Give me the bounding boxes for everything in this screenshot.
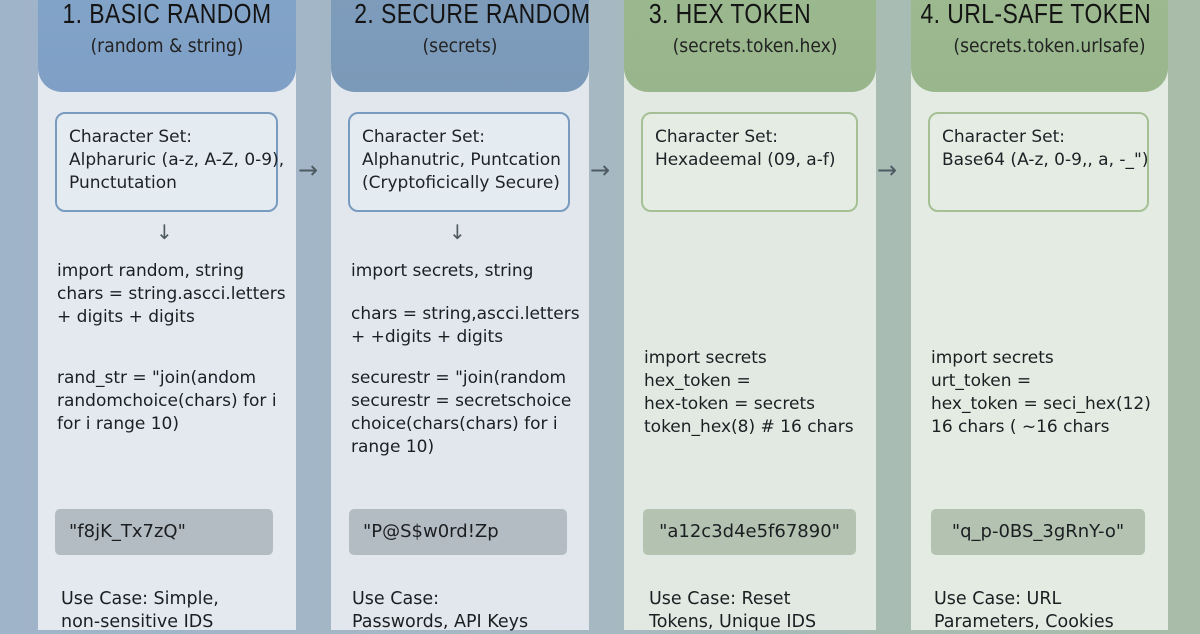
code-line: chars = string.ascci.letters xyxy=(57,284,286,304)
charset-label: Character Set: xyxy=(655,127,778,147)
code-line: chars = string,ascci.letters xyxy=(351,304,580,324)
code-block: import secrets hex_token = hex-token = s… xyxy=(644,347,854,439)
column-title: 4. URL-SAFE TOKEN xyxy=(920,0,1152,29)
charset-line: Alpharuric (a-z, A-Z, 0-9), xyxy=(69,150,285,170)
charset-box: Character Set: Base64 (A-z, 0-9,, a, -_"… xyxy=(928,112,1149,212)
code-block: import random, string chars = string.asc… xyxy=(57,260,286,329)
use-case-line: Tokens, Unique IDS xyxy=(649,612,817,632)
column-header: 3. HEX TOKEN (secrets.token.hex) xyxy=(624,0,876,92)
charset-box: Character Set: Alphanutric, Puntcation (… xyxy=(348,112,570,212)
column-subtitle: (secrets.token.urlsafe) xyxy=(953,35,1146,57)
charset-box: Character Set: Hexadeemal (09, a-f) xyxy=(641,112,858,212)
column-subtitle: (secrets.token.hex) xyxy=(672,35,838,57)
charset-label: Character Set: xyxy=(69,127,192,147)
code-line: 16 chars ( ~16 chars xyxy=(931,417,1110,437)
code-block: chars = string,ascci.letters + +digits +… xyxy=(351,303,580,349)
column-url-safe-token: 4. URL-SAFE TOKEN (secrets.token.urlsafe… xyxy=(911,0,1168,632)
column-title: 1. BASIC RANDOM xyxy=(62,0,272,29)
column-basic-random: 1. BASIC RANDOM (random & string) Charac… xyxy=(38,0,296,632)
right-arrow-icon: → xyxy=(877,156,898,184)
charset-line: Hexadeemal (09, a-f) xyxy=(655,150,836,170)
code-line: securestr = "join(random xyxy=(351,368,567,388)
code-block: import secrets urt_token = hex_token = s… xyxy=(931,347,1151,439)
charset-line: Punctutation xyxy=(69,173,177,193)
code-line: choice(chars(chars) for i xyxy=(351,414,558,434)
code-block: rand_str = "join(andom randomchoice(char… xyxy=(57,367,277,436)
column-title: 3. HEX TOKEN xyxy=(648,0,812,29)
code-line: securestr = secretschoice xyxy=(351,391,572,411)
column-hex-token: 3. HEX TOKEN (secrets.token.hex) Charact… xyxy=(624,0,876,632)
code-line: hex_token = xyxy=(644,371,751,391)
charset-line: Alphanutric, Puntcation xyxy=(362,150,561,170)
column-subtitle: (secrets) xyxy=(422,35,498,57)
charset-line: Base64 (A-z, 0-9,, a, -_") xyxy=(942,150,1149,170)
column-title: 2. SECURE RANDOM xyxy=(354,0,591,29)
use-case-line: Use Case: Simple, xyxy=(61,589,219,609)
use-case-line: Parameters, Cookies xyxy=(934,612,1114,632)
use-case: Use Case: Passwords, API Keys xyxy=(352,588,528,634)
column-secure-random: 2. SECURE RANDOM (secrets) Character Set… xyxy=(331,0,591,632)
column-header: 1. BASIC RANDOM (random & string) xyxy=(38,0,296,92)
code-line: import secrets xyxy=(644,348,767,368)
right-arrow-icon: → xyxy=(590,156,611,184)
right-arrow-icon: → xyxy=(298,156,319,184)
column-subtitle: (random & string) xyxy=(90,35,244,57)
charset-box: Character Set: Alpharuric (a-z, A-Z, 0-9… xyxy=(55,112,285,212)
code-line: range 10) xyxy=(351,437,435,457)
code-line: rand_str = "join(andom xyxy=(57,368,257,388)
code-block: import secrets, string xyxy=(351,260,533,283)
example-output: "a12c3d4e5f67890" xyxy=(643,509,856,555)
code-line: hex-token = secrets xyxy=(644,394,815,414)
code-line: import secrets, string xyxy=(351,261,534,281)
code-line: urt_token = xyxy=(931,371,1032,391)
use-case-line: Use Case: xyxy=(352,589,439,609)
charset-label: Character Set: xyxy=(942,127,1065,147)
down-arrow-icon: ↓ xyxy=(449,220,466,244)
code-block: securestr = "join(random securestr = sec… xyxy=(351,367,571,459)
column-header: 2. SECURE RANDOM (secrets) xyxy=(331,0,591,92)
charset-line: (Cryptoficically Secure) xyxy=(362,173,560,193)
column-header: 4. URL-SAFE TOKEN (secrets.token.urlsafe… xyxy=(911,0,1168,92)
code-line: hex_token = seci_hex(12) xyxy=(931,394,1151,414)
down-arrow-icon: ↓ xyxy=(156,220,173,244)
code-line: randomchoice(chars) for i xyxy=(57,391,277,411)
use-case-line: Use Case: Reset xyxy=(649,589,791,609)
example-output: "f8jK_Tx7zQ" xyxy=(55,509,273,555)
code-line: import secrets xyxy=(931,348,1054,368)
example-output: "q_p-0BS_3gRnY-o" xyxy=(931,509,1145,555)
code-line: import random, string xyxy=(57,261,245,281)
use-case-line: non-sensitive IDS xyxy=(61,612,214,632)
example-output: "P@S$w0rd!Zp xyxy=(349,509,567,555)
charset-label: Character Set: xyxy=(362,127,485,147)
code-line: + +digits + digits xyxy=(351,327,504,347)
use-case-line: Passwords, API Keys xyxy=(352,612,529,632)
code-line: for i range 10) xyxy=(57,414,180,434)
code-line: + digits + digits xyxy=(57,307,195,327)
use-case-line: Use Case: URL xyxy=(934,589,1062,609)
use-case: Use Case: URL Parameters, Cookies xyxy=(934,588,1114,634)
use-case: Use Case: Reset Tokens, Unique IDS xyxy=(649,588,816,634)
use-case: Use Case: Simple, non-sensitive IDS xyxy=(61,588,219,634)
code-line: token_hex(8) # 16 chars xyxy=(644,417,854,437)
